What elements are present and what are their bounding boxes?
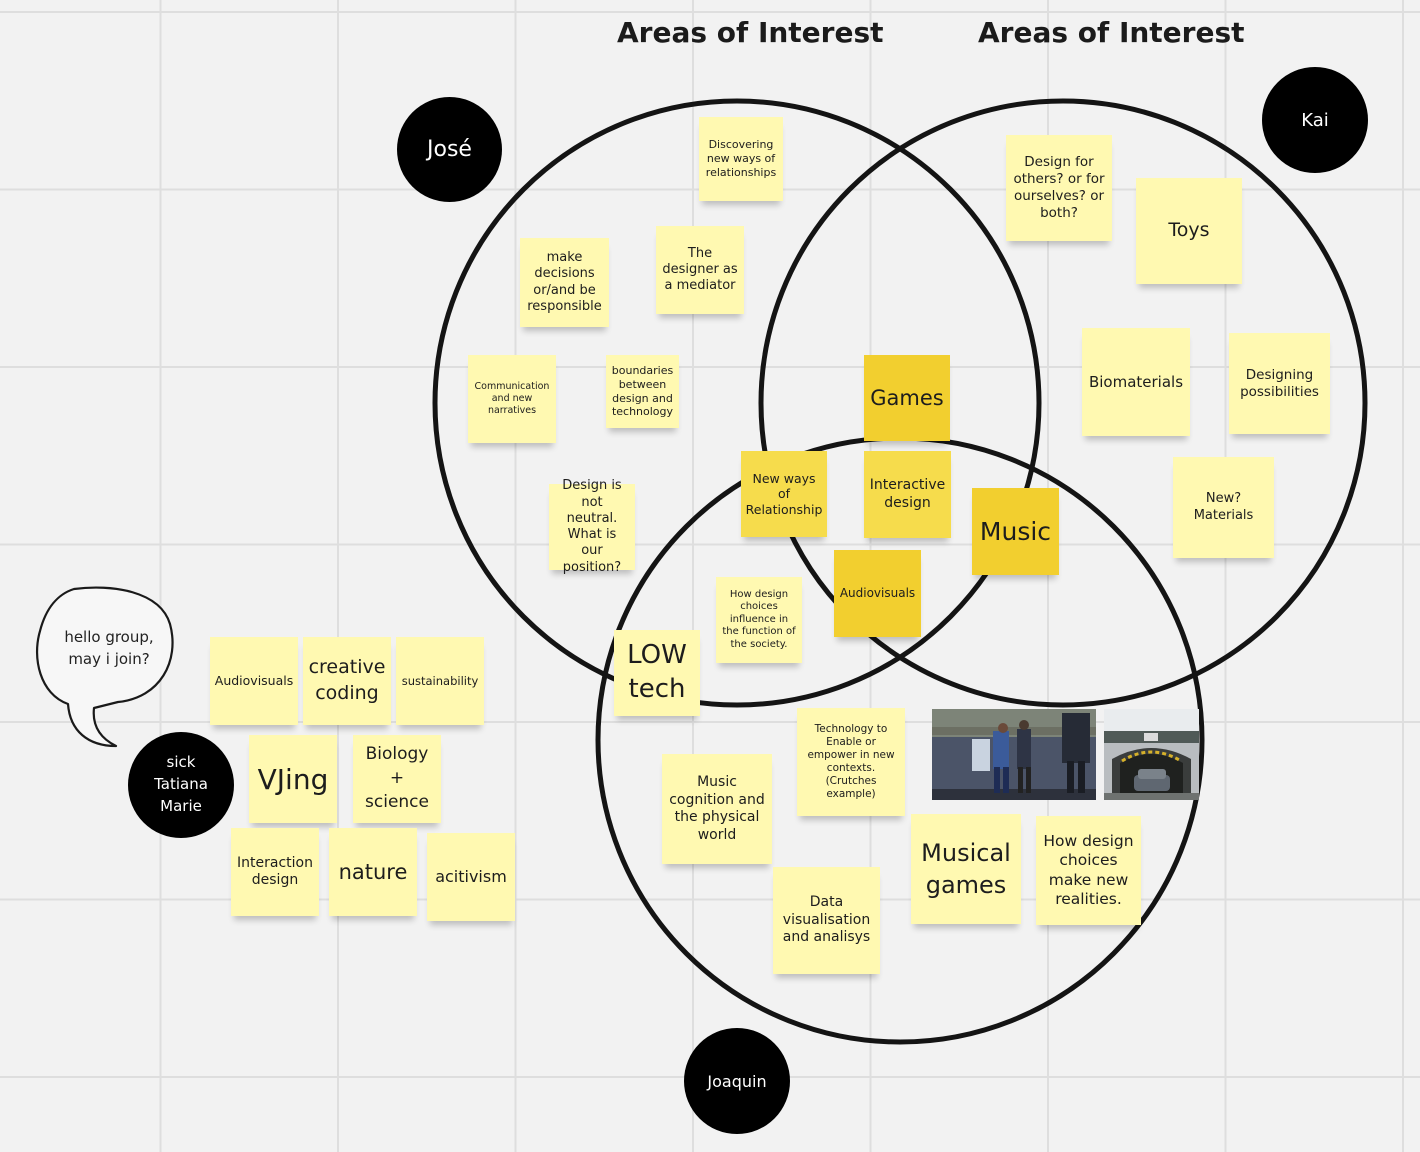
avatar-tatiana-label: sick Tatiana Marie [154,753,208,815]
sticky-note[interactable]: New ways of Relationship [741,451,827,537]
sticky-note[interactable]: Music [972,488,1059,575]
speech-bubble-text: hello group, may i join? [64,628,154,668]
avatar-joaquin-label: Joaquin [707,1071,767,1091]
sticky-note[interactable]: Biomaterials [1082,328,1190,436]
sticky-note[interactable]: New? Materials [1173,457,1274,558]
venn-circle-kai [758,98,1368,708]
sticky-note[interactable]: Toys [1136,178,1242,284]
sticky-note[interactable]: Design for others? or for ourselves? or … [1006,135,1112,241]
sticky-note[interactable]: Design is not neutral. What is our posit… [549,478,635,575]
sticky-note[interactable]: make decisions or/and be responsible [520,238,609,327]
header-left: Areas of Interest [617,16,884,49]
sticky-note[interactable]: Audiovisuals [210,637,298,725]
sticky-note[interactable]: VJing [249,735,337,823]
avatar-kai[interactable]: Kai [1262,67,1368,173]
sticky-note[interactable]: acitivism [427,833,515,921]
header-right: Areas of Interest [978,16,1245,49]
sticky-note[interactable]: creative coding [303,637,391,725]
sticky-note[interactable]: Technology to Enable or empower in new c… [797,708,905,816]
avatar-joaquin[interactable]: Joaquin [684,1028,790,1134]
sticky-note[interactable]: Interaction design [231,828,319,916]
sticky-note[interactable]: Audiovisuals [834,550,921,637]
sticky-note[interactable]: Discovering new ways of relationships [699,117,783,201]
sticky-note[interactable]: LOW tech [614,630,700,716]
speech-bubble-shape[interactable] [32,586,182,754]
avatar-jose[interactable]: José [397,97,502,202]
sticky-note[interactable]: The designer as a mediator [656,226,744,314]
sticky-note[interactable]: How design choices influence in the func… [716,577,802,663]
avatar-jose-label: José [427,137,472,162]
venn-circle-jose [432,98,1042,708]
sticky-note[interactable]: Data visualisation and analisys [773,867,880,974]
sticky-note[interactable]: How design choices make new realities. [1036,816,1141,925]
sticky-note[interactable]: Games [864,355,950,441]
avatar-tatiana[interactable]: sick Tatiana Marie [128,732,234,838]
sticky-note[interactable]: Communication and new narratives [468,355,556,443]
sticky-note[interactable]: Music cognition and the physical world [662,754,772,864]
sticky-note[interactable]: sustainability [396,637,484,725]
sticky-note[interactable]: boundaries between design and technology [606,355,679,428]
sticky-note[interactable]: Biology + science [353,735,441,823]
photo-tunnel[interactable] [1104,709,1199,800]
sticky-note[interactable]: Designing possibilities [1229,333,1330,434]
photo-people-on-road[interactable] [932,709,1096,800]
sticky-note[interactable]: Musical games [911,814,1021,924]
avatar-kai-label: Kai [1301,109,1329,131]
sticky-note[interactable]: Interactive design [864,451,951,538]
sticky-note[interactable]: nature [329,828,417,916]
